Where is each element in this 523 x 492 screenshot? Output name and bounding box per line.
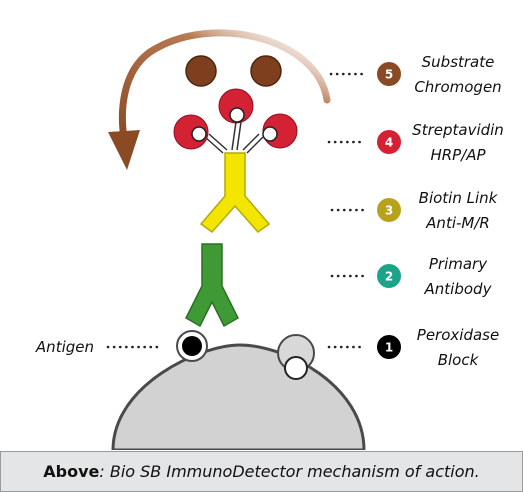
mechanism-diagram: 5 Substrate Chromogen 4 Streptavidin HRP… <box>35 29 504 450</box>
streptavidin-right <box>262 113 298 149</box>
step-4-label-line2: HRP/AP <box>430 146 486 164</box>
step-2-label-line2: Antibody <box>424 280 493 298</box>
step-5: 5 Substrate Chromogen <box>375 53 502 96</box>
step-5-marker <box>375 60 403 88</box>
step-2-number: 2 <box>385 270 393 284</box>
cycle-arrow <box>108 29 331 170</box>
peroxidase-block <box>277 334 315 380</box>
biotin-link-antibody <box>199 152 271 234</box>
step-1-label-line1: Peroxidase <box>417 326 499 344</box>
leader-lines <box>106 72 366 349</box>
step-1-label-line2: Block <box>438 351 480 369</box>
step-2-label-line1: Primary <box>429 255 488 273</box>
step-3-label-line2: Anti-M/R <box>425 214 490 232</box>
streptavidin-left <box>173 114 209 150</box>
step-3-number: 3 <box>385 204 393 218</box>
primary-antibody <box>185 243 239 328</box>
step-2: 2 Primary Antibody <box>375 255 493 298</box>
cell-surface <box>111 343 366 450</box>
step-4-label-line1: Streptavidin <box>412 121 504 139</box>
step-3-label-line1: Biotin Link <box>419 189 499 207</box>
step-5-number: 5 <box>385 68 393 82</box>
caption-text: : Bio SB ImmunoDetector mechanism of act… <box>99 462 480 481</box>
antigen-label: Antigen <box>35 338 94 356</box>
step-1-number: 1 <box>385 341 393 355</box>
step-2-marker <box>375 262 403 290</box>
step-5-label-line1: Substrate <box>422 53 495 71</box>
step-1-marker <box>375 333 403 361</box>
step-3: 3 Biotin Link Anti-M/R <box>375 189 499 232</box>
caption: Above: Bio SB ImmunoDetector mechanism o… <box>43 462 479 481</box>
streptavidin-complex <box>173 88 298 154</box>
step-4: 4 Streptavidin HRP/AP <box>375 121 504 164</box>
caption-bold: Above <box>43 462 100 481</box>
streptavidin-top <box>218 88 254 124</box>
antigen <box>176 330 208 362</box>
step-3-marker <box>375 196 403 224</box>
substrate-chromogen <box>185 55 282 87</box>
step-4-number: 4 <box>385 136 393 150</box>
step-1: 1 Peroxidase Block <box>375 326 499 369</box>
step-5-label-line2: Chromogen <box>414 78 501 96</box>
step-4-marker <box>375 128 403 156</box>
biotin-linkers <box>204 121 264 154</box>
caption-bar: Above: Bio SB ImmunoDetector mechanism o… <box>0 451 523 492</box>
